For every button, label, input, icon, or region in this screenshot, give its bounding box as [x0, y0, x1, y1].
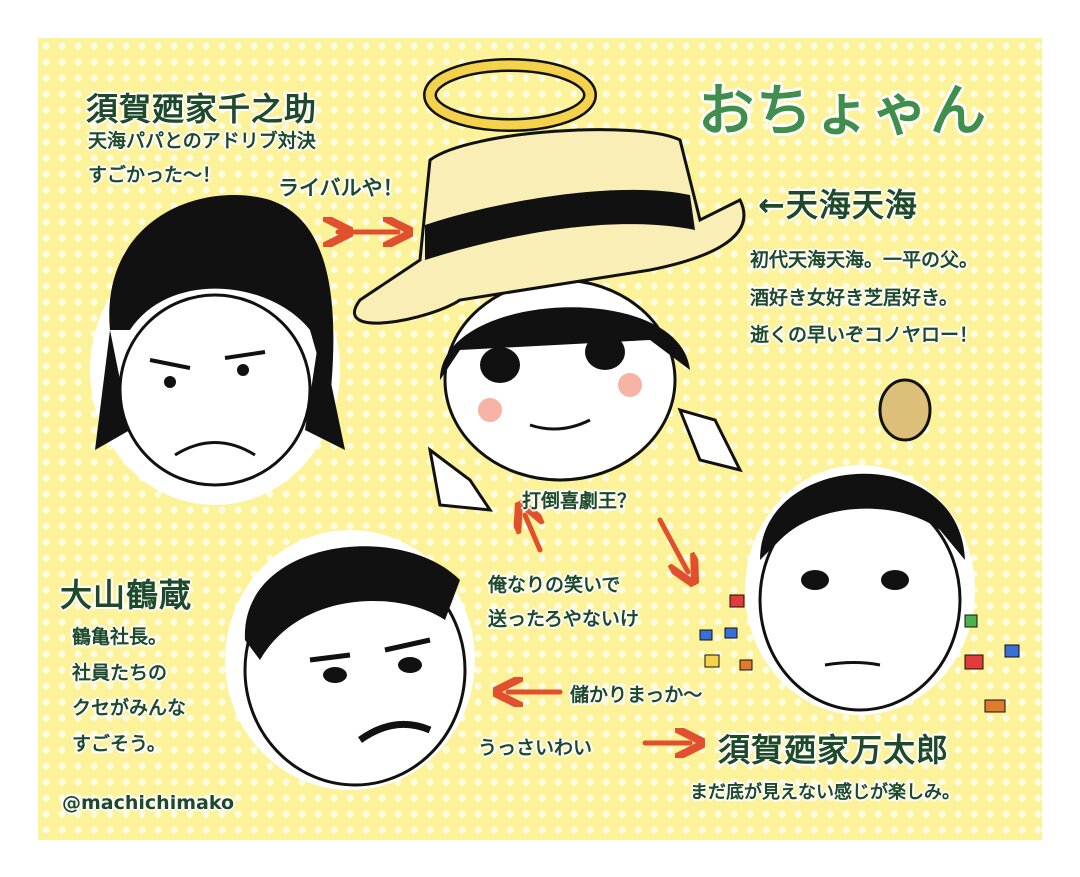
tsuruzo-line: すごそう。	[72, 733, 166, 755]
tsuruzo-line: 鶴亀社長。	[72, 626, 168, 648]
tenkai-line: 逝くの早いぞコノヤロー！	[750, 324, 979, 346]
confetti	[699, 594, 1020, 713]
rival-label: ライバルや！	[278, 176, 404, 200]
sennosuke-face	[90, 195, 345, 505]
ussai-label: うっさいわい	[478, 737, 593, 759]
tenkai-name: ←天海天海	[758, 186, 918, 224]
relation-arrows	[338, 232, 690, 743]
ore-line: 俺なりの笑いで	[488, 574, 621, 596]
page-title: おちょゃん	[698, 79, 988, 144]
tsuruzo-name: 大山鶴蔵	[60, 576, 193, 614]
tenkai-line: 初代天海天海。一平の父。	[750, 249, 979, 271]
mantaro-face	[745, 378, 975, 715]
tsuruzo-line: 社員たちの	[72, 662, 168, 684]
tsuruzo-face	[225, 530, 475, 790]
mantaro-name: 須賀廼家万太郎	[718, 731, 950, 769]
datou-label: 打倒喜劇王？	[522, 490, 637, 512]
moukari-label: 儲かりまっか〜	[570, 684, 703, 706]
ore-line: 送ったろやないけ	[488, 608, 639, 630]
sennosuke-name: 須賀廼家千之助	[86, 90, 318, 128]
tenkai-face	[353, 58, 746, 512]
credit-handle: @machichimako	[62, 792, 235, 814]
tenkai-line: 酒好き女好き芝居好き。	[750, 287, 959, 309]
sennosuke-line: すごかった〜！	[88, 164, 222, 186]
mantaro-line: まだ底が見えない感じが楽しみ。	[690, 782, 960, 803]
tsuruzo-line: クセがみんな	[72, 697, 187, 719]
sennosuke-line: 天海パパとのアドリブ対決	[88, 130, 316, 152]
datou-arrow-up	[525, 515, 540, 553]
datou-arrow-down	[657, 517, 688, 572]
